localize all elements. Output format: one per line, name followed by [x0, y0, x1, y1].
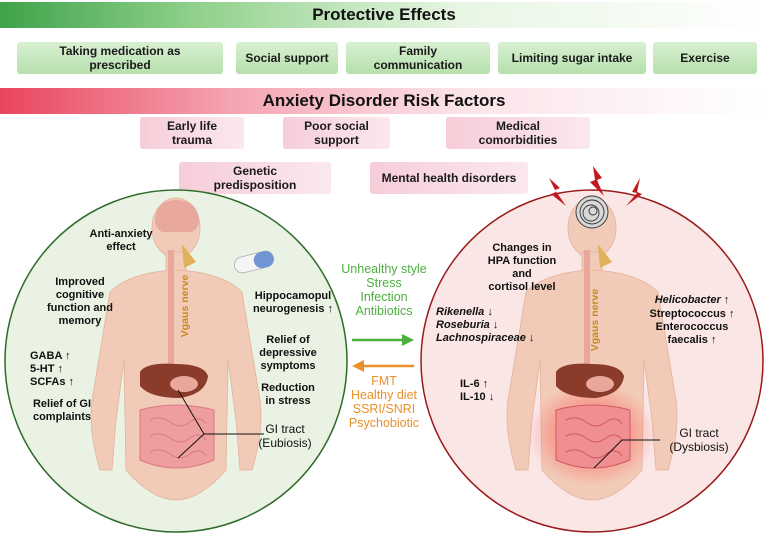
- green-arrow-right: [352, 334, 414, 346]
- protective-medication-label: Taking medication as prescribed: [59, 44, 181, 72]
- neurotransmitter-label: GABA ↑ 5-HT ↑ SCFAs ↑: [30, 350, 75, 388]
- right-throat: [598, 244, 612, 268]
- risk-trauma-label: Early life trauma: [166, 119, 218, 147]
- risk-factors-header: Anxiety Disorder Risk Factors: [0, 88, 768, 114]
- protective-medication: Taking medication as prescribed: [17, 42, 223, 74]
- right-esophagus: [584, 250, 590, 370]
- protective-social-support: Social support: [236, 42, 338, 74]
- hpa-change-label: Changes in HPA function and cortisol lev…: [487, 242, 557, 293]
- right-gi-tract-label: GI tract (Dysbiosis): [669, 426, 729, 454]
- left-gi-pointer-3: [177, 389, 205, 435]
- gi-relief-label: Relief of GI complaints: [32, 398, 92, 423]
- risk-early-trauma: Early life trauma: [140, 117, 244, 149]
- helicobacter-label: Helicobacter ↑: [654, 294, 730, 306]
- right-vagus-nerve-label: Vgaus nerve: [589, 288, 601, 352]
- left-brain: [154, 200, 200, 232]
- risk-medical-comorbidities: Medical comorbidities: [446, 117, 590, 149]
- decreased-bacteria-label: Rikenella ↓ Roseburia ↓ Lachnospiraceae …: [436, 306, 535, 344]
- left-intestines: [139, 404, 215, 469]
- left-gi-pointer: [177, 433, 205, 459]
- increased-bacteria-label: Streptococcus ↑ Enterococcus faecalis ↑: [649, 308, 735, 346]
- protective-social-label: Social support: [245, 51, 329, 65]
- orange-arrow-left: [352, 360, 414, 372]
- positive-interventions-label: FMT Healthy diet SSRI/SNRI Psychobiotic: [348, 374, 420, 430]
- negative-factors-label: Unhealthy style Stress Infection Antibio…: [341, 262, 427, 318]
- protective-exercise-label: Exercise: [680, 51, 730, 65]
- pill-capsule-icon: [233, 250, 275, 274]
- left-vagus-nerve-label: Vgaus nerve: [179, 274, 191, 338]
- protective-effects-header: Protective Effects: [0, 2, 768, 28]
- risk-mental-label: Mental health disorders: [381, 171, 517, 185]
- protective-family-communication: Family communication: [346, 42, 490, 74]
- left-esophagus: [168, 250, 174, 370]
- risk-mental-health: Mental health disorders: [370, 162, 528, 194]
- protective-sugar-label: Limiting sugar intake: [511, 51, 633, 65]
- risk-poor-social-support: Poor social support: [283, 117, 390, 149]
- right-gi-pointer: [593, 439, 623, 469]
- risk-genetic-label: Genetic predisposition: [213, 164, 297, 192]
- right-stomach: [586, 376, 614, 392]
- risk-genetic-predisposition: Genetic predisposition: [179, 162, 331, 194]
- stress-reduction-label: Reduction in stress: [261, 382, 315, 407]
- cytokine-label: IL-6 ↑ IL-10 ↓: [460, 378, 495, 403]
- right-brain-scribble: [575, 195, 609, 229]
- hippocampal-neurogenesis-label: Hippocamopul neurogenesis ↑: [252, 290, 334, 315]
- cognitive-function-label: Improved cognitive function and memory: [47, 276, 113, 327]
- protective-family-label: Family communication: [373, 44, 463, 72]
- protective-exercise: Exercise: [653, 42, 757, 74]
- risk-medical-label: Medical comorbidities: [478, 119, 558, 147]
- left-gi-tract-label: GI tract (Eubiosis): [258, 422, 312, 450]
- left-throat: [182, 244, 196, 268]
- left-stomach: [170, 376, 198, 392]
- risk-social-label: Poor social support: [304, 119, 369, 147]
- anti-anxiety-effect-label: Anti-anxiety effect: [89, 228, 153, 253]
- lightning-bolt-icon: [549, 166, 642, 206]
- protective-limit-sugar: Limiting sugar intake: [498, 42, 646, 74]
- right-intestines: [555, 404, 631, 469]
- depressive-relief-label: Relief of depressive symptoms: [259, 334, 317, 372]
